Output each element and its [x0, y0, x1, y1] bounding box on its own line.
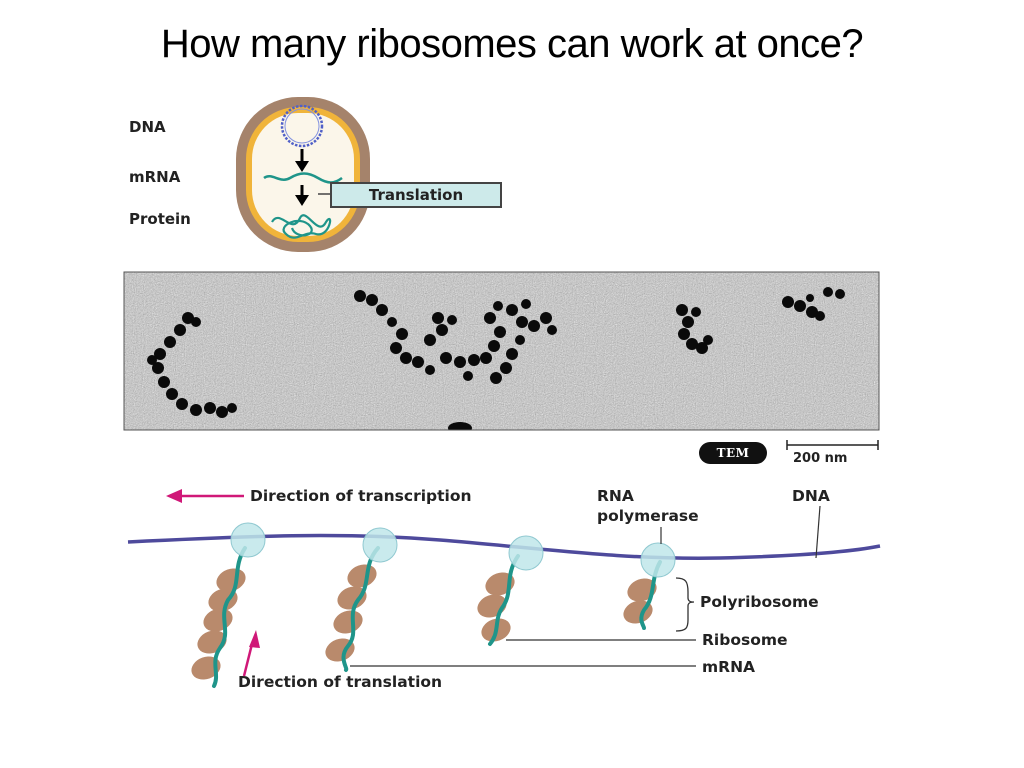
- protein-tangle-icon: [271, 214, 332, 239]
- label-ribosome: Ribosome: [702, 631, 788, 649]
- micrograph-grain: [124, 272, 879, 430]
- polyribosome-brace: [675, 577, 695, 632]
- transcript-1: [191, 546, 247, 688]
- ribosome-cluster-1: [147, 312, 237, 418]
- transcript-2: [325, 546, 380, 672]
- label-mrna: mRNA: [129, 168, 181, 186]
- rna-polymerase-1: [230, 522, 266, 558]
- ribosome-partial: [448, 422, 472, 430]
- ribosome-cluster-4: [782, 287, 845, 321]
- polyribosome-clusters: [147, 287, 845, 430]
- scale-bar-label: 200 nm: [793, 451, 848, 466]
- arrow-mrna-protein-head-icon: [295, 195, 309, 206]
- translation-arrow-shaft: [242, 643, 254, 677]
- label-rna-polymerase-line1: RNA: [597, 487, 634, 505]
- translation-arrow-head-icon: [249, 630, 260, 648]
- label-dna: DNA: [129, 118, 166, 136]
- micrograph-frame: [123, 271, 880, 431]
- label-rna-polymerase-line2: polymerase: [597, 507, 699, 525]
- dna-circle-icon: [280, 104, 324, 148]
- transcript-4: [623, 560, 662, 630]
- arrow-dna-mrna-head-icon: [295, 161, 309, 172]
- slide-title: How many ribosomes can work at once?: [160, 22, 864, 66]
- label-protein: Protein: [129, 210, 191, 228]
- ribosome-cluster-3: [676, 304, 713, 354]
- transcript-3: [477, 554, 520, 646]
- label-polyribosome: Polyribosome: [700, 593, 819, 611]
- label-direction-of-transcription: Direction of transcription: [250, 487, 472, 505]
- tem-badge: TEM: [699, 442, 767, 464]
- dna-circle-inner: [284, 108, 320, 144]
- translation-box: Translation: [330, 182, 502, 208]
- transcription-arrow-head-icon: [166, 489, 182, 503]
- rna-polymerase-4: [640, 542, 676, 578]
- rna-polymerase-3: [508, 535, 544, 571]
- leader-dna: [815, 505, 821, 559]
- label-mrna-bottom: mRNA: [702, 658, 756, 676]
- label-direction-of-translation: Direction of translation: [238, 673, 443, 691]
- ribosome-cluster-2: [354, 290, 557, 384]
- rna-polymerase-2: [362, 527, 398, 563]
- label-dna-bottom: DNA: [792, 487, 830, 505]
